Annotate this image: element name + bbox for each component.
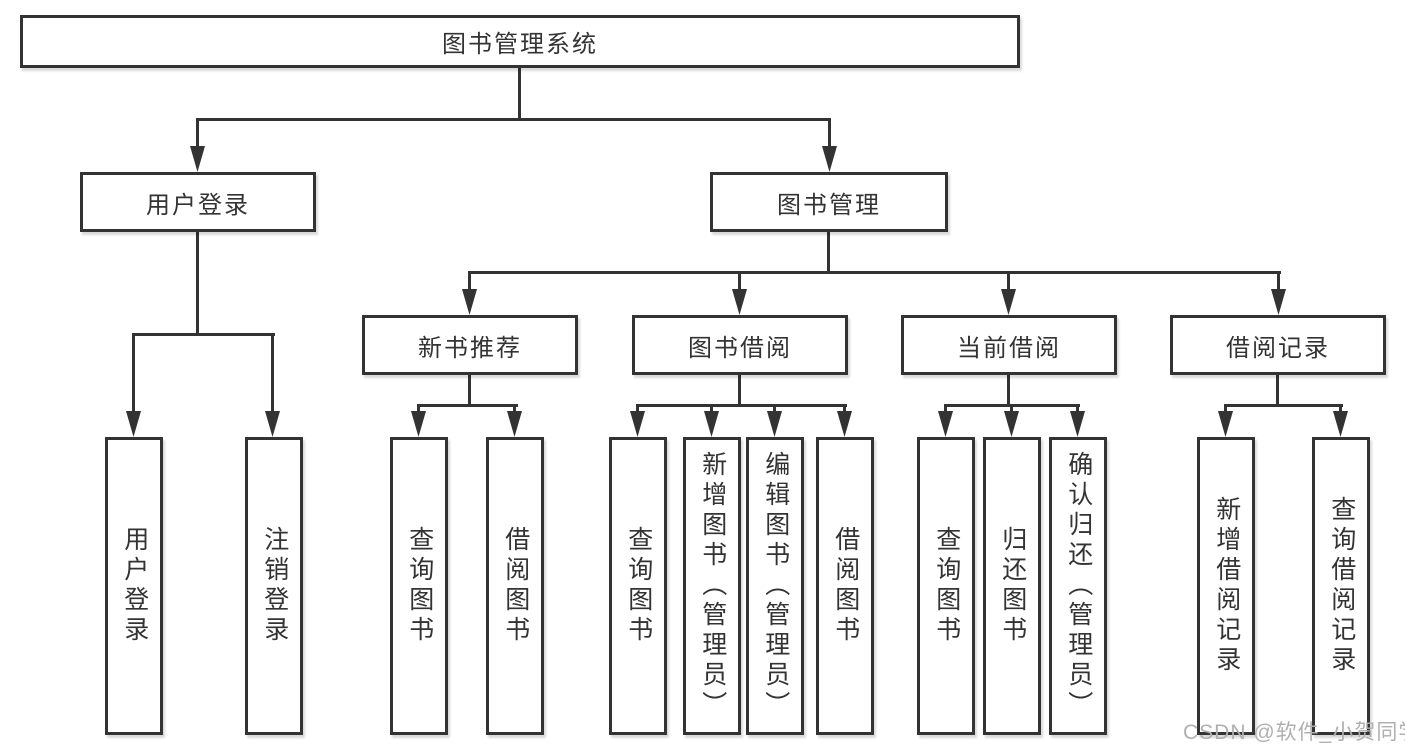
leaf-query-books-recommend-label: 查询图书 [405, 526, 434, 646]
connector-line [468, 271, 471, 293]
arrow-down-icon [767, 411, 782, 437]
arrow-down-icon [462, 289, 477, 315]
leaf-confirm-return-admin-label: 确认归还（管理员） [1064, 451, 1093, 721]
connector-line [1007, 373, 1010, 407]
leaf-add-borrow-record-label: 新增借阅记录 [1212, 496, 1241, 676]
connector-line [1224, 404, 1343, 407]
arrow-down-icon [630, 411, 645, 437]
connector-line [196, 118, 831, 121]
node-current-borrowing: 当前借阅 [901, 315, 1117, 375]
arrow-down-icon [1218, 411, 1233, 437]
connector-line [738, 271, 741, 293]
connector-line [1010, 404, 1013, 416]
leaf-query-books-borrowing-label: 查询图书 [624, 526, 653, 646]
connector-line [1007, 271, 1010, 293]
connector-line [636, 404, 639, 416]
connector-line [518, 66, 521, 120]
connector-line [1076, 404, 1079, 416]
arrow-down-icon [190, 146, 205, 172]
node-book-borrowing: 图书借阅 [632, 315, 848, 375]
leaf-borrow-books-recommend-label: 借阅图书 [501, 526, 530, 646]
connector-line [132, 333, 135, 413]
connector-line [468, 373, 471, 407]
arrow-down-icon [265, 411, 280, 437]
connector-line [710, 404, 713, 416]
node-book-management: 图书管理 [710, 172, 948, 232]
node-root: 图书管理系统 [20, 15, 1020, 68]
leaf-user-login: 用户登录 [105, 437, 163, 735]
watermark-text: CSDN @软件_小贺同学 [1183, 721, 1405, 744]
node-book-management-label: 图书管理 [777, 191, 881, 219]
node-borrowing-records-label: 借阅记录 [1226, 334, 1330, 362]
node-new-book-recommend: 新书推荐 [362, 315, 578, 375]
leaf-return-books-label: 归还图书 [998, 526, 1027, 646]
leaf-query-books-current: 查询图书 [917, 437, 975, 735]
leaf-query-borrow-record-label: 查询借阅记录 [1327, 496, 1356, 676]
connector-line [417, 404, 518, 407]
connector-line [1276, 373, 1279, 407]
leaf-add-book-admin-label: 新增图书（管理员） [698, 451, 727, 721]
leaf-add-borrow-record: 新增借阅记录 [1197, 437, 1255, 735]
node-book-borrowing-label: 图书借阅 [688, 334, 792, 362]
connector-line [513, 404, 516, 416]
connector-line [636, 404, 847, 407]
arrow-down-icon [938, 411, 953, 437]
connector-line [132, 333, 275, 336]
node-current-borrowing-label: 当前借阅 [957, 334, 1061, 362]
connector-line [417, 404, 420, 416]
node-borrowing-records: 借阅记录 [1170, 315, 1386, 375]
leaf-query-borrow-record: 查询借阅记录 [1312, 437, 1370, 735]
leaf-query-books-current-label: 查询图书 [932, 526, 961, 646]
connector-line [828, 118, 831, 148]
arrow-down-icon [1271, 289, 1286, 315]
arrow-down-icon [732, 289, 747, 315]
node-root-label: 图书管理系统 [442, 31, 598, 58]
leaf-logout: 注销登录 [245, 437, 303, 735]
leaf-return-books: 归还图书 [983, 437, 1041, 735]
leaf-edit-book-admin: 编辑图书（管理员） [746, 437, 804, 735]
connector-line [1339, 404, 1342, 416]
leaf-borrow-books-borrowing: 借阅图书 [816, 437, 874, 735]
connector-line [773, 404, 776, 416]
connector-line [827, 230, 830, 274]
connector-line [843, 404, 846, 416]
leaf-add-book-admin: 新增图书（管理员） [683, 437, 741, 735]
connector-line [944, 404, 947, 416]
leaf-borrow-books-borrowing-label: 借阅图书 [831, 526, 860, 646]
leaf-logout-label: 注销登录 [260, 526, 289, 646]
arrow-down-icon [411, 411, 426, 437]
leaf-confirm-return-admin: 确认归还（管理员） [1049, 437, 1107, 735]
connector-line [271, 333, 274, 413]
arrow-down-icon [837, 411, 852, 437]
connector-line [196, 230, 199, 336]
node-new-book-recommend-label: 新书推荐 [418, 334, 522, 362]
leaf-user-login-label: 用户登录 [120, 526, 149, 646]
arrow-down-icon [822, 146, 837, 172]
arrow-down-icon [126, 411, 141, 437]
arrow-down-icon [1333, 411, 1348, 437]
leaf-edit-book-admin-label: 编辑图书（管理员） [761, 451, 790, 721]
connector-line [1224, 404, 1227, 416]
node-user-login-label: 用户登录 [146, 191, 250, 219]
connector-line [468, 271, 1281, 274]
leaf-query-books-borrowing: 查询图书 [609, 437, 667, 735]
connector-line [738, 373, 741, 407]
connector-line [196, 118, 199, 148]
leaf-borrow-books-recommend: 借阅图书 [486, 437, 544, 735]
arrow-down-icon [1070, 411, 1085, 437]
arrow-down-icon [1001, 289, 1016, 315]
connector-line [1277, 271, 1280, 293]
arrow-down-icon [1004, 411, 1019, 437]
node-user-login: 用户登录 [80, 172, 316, 232]
leaf-query-books-recommend: 查询图书 [390, 437, 448, 735]
arrow-down-icon [507, 411, 522, 437]
arrow-down-icon [704, 411, 719, 437]
